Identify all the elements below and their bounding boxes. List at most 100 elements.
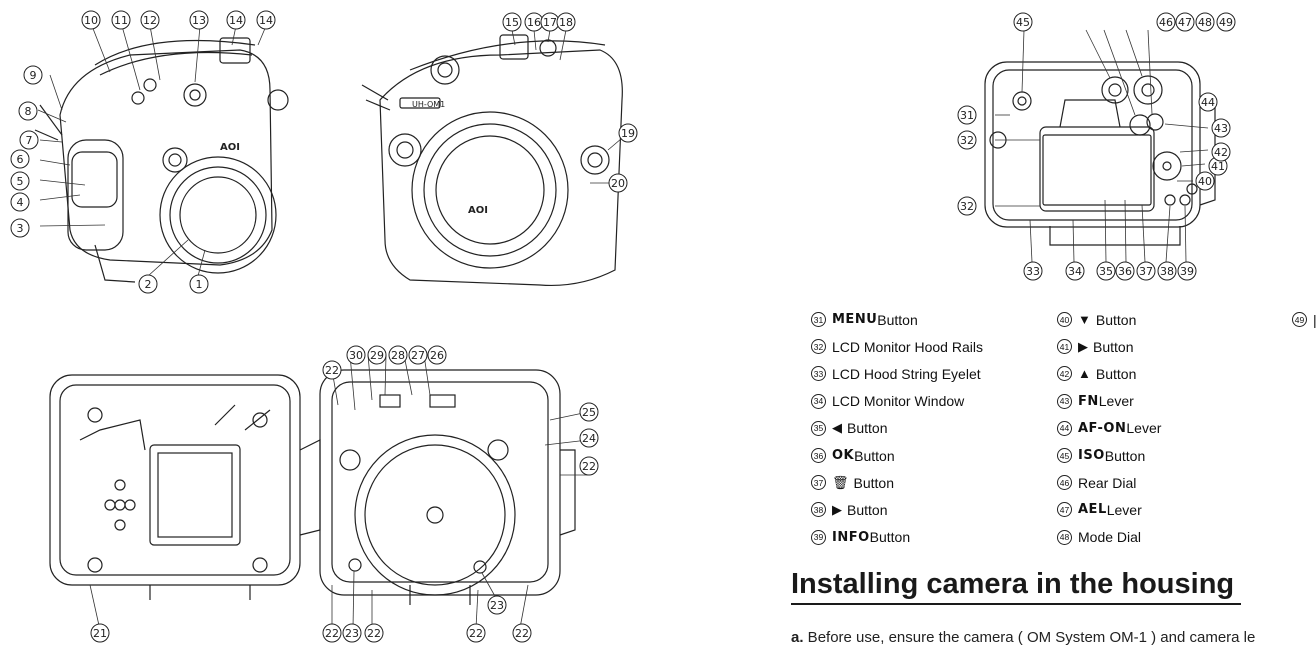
legend-label: Button (854, 447, 895, 464)
callout-number: 22 (367, 627, 381, 640)
legend-number-badge: 39 (811, 529, 826, 545)
legend-number-badge: 31 (811, 312, 826, 328)
callout-number: 32 (960, 200, 974, 213)
callout-number: 28 (391, 349, 405, 362)
callout-marker: 4 (10, 192, 30, 212)
legend-item: 36 OK Button (811, 442, 1081, 469)
callout-marker: 31 (957, 105, 977, 125)
legend-item: 35◀ Button (811, 415, 1081, 442)
callout-number: 23 (490, 599, 504, 612)
callout-marker: 1 (189, 274, 209, 294)
callout-marker: 19 (618, 123, 638, 143)
legend-bold-label: OK (832, 448, 855, 464)
callout-marker: 11 (111, 10, 131, 30)
legend-label: Lever (1106, 501, 1142, 518)
callout-marker: 14 (226, 10, 246, 30)
legend-label: Lever (1126, 420, 1162, 437)
callout-number: 46 (1159, 16, 1173, 29)
port-logo-text: AOI (468, 205, 488, 216)
housing-inside-figure (20, 330, 640, 652)
callout-number: 27 (411, 349, 425, 362)
callout-number: 21 (93, 627, 107, 640)
callout-number: 16 (527, 16, 541, 29)
callout-marker: 39 (1177, 261, 1197, 281)
callout-marker: 2 (138, 274, 158, 294)
callout-number: 25 (582, 406, 596, 419)
callout-marker: 22 (322, 360, 342, 380)
callout-number: 9 (30, 69, 37, 82)
legend-bold-label: AEL (1078, 502, 1107, 518)
legend-item: 38▶ Button (811, 496, 1081, 523)
callout-number: 44 (1201, 96, 1215, 109)
housing-front-left-figure: AOI (0, 0, 300, 300)
callout-marker: 22 (364, 623, 384, 643)
callout-number: 49 (1219, 16, 1233, 29)
callout-number: 20 (611, 177, 625, 190)
legend-number-badge: 33 (811, 366, 826, 382)
callout-number: 14 (229, 14, 243, 27)
callout-marker: 20 (608, 173, 628, 193)
callout-marker: 8 (18, 101, 38, 121)
legend-label: Button (1095, 365, 1137, 382)
callout-marker: 40 (1195, 171, 1215, 191)
button-symbol-icon: ▶ (832, 501, 842, 517)
callout-number: 17 (543, 16, 557, 29)
callout-number: 5 (17, 175, 24, 188)
legend-item: 37🗑 Button (811, 469, 1081, 496)
legend-label: Button (847, 420, 888, 437)
legend-item: 33 LCD Hood String Eyelet (811, 360, 1081, 387)
legend-label: Mode Dial (1078, 529, 1142, 546)
legend-number-badge: 43 (1057, 393, 1072, 409)
legend-number-badge: 40 (1057, 312, 1072, 328)
callout-number: 41 (1211, 160, 1225, 173)
callout-marker: 22 (466, 623, 486, 643)
callout-number: 30 (349, 349, 363, 362)
legend-column-3: 49|( (1292, 306, 1316, 333)
callout-marker: 30 (346, 345, 366, 365)
callout-number: 24 (582, 432, 596, 445)
callout-marker: 25 (579, 402, 599, 422)
section-heading: Installing camera in the housing (791, 568, 1241, 605)
button-symbol-icon: 🗑 (832, 474, 849, 490)
callout-marker: 34 (1065, 261, 1085, 281)
legend-number-badge: 46 (1057, 475, 1072, 491)
legend-number-badge: 49 (1292, 312, 1307, 328)
callout-marker: 44 (1198, 92, 1218, 112)
callout-marker: 22 (579, 456, 599, 476)
callout-number: 39 (1180, 265, 1194, 278)
callout-marker: 16 (524, 12, 544, 32)
callout-marker: 21 (90, 623, 110, 643)
callout-number: 37 (1139, 265, 1153, 278)
callout-number: 29 (370, 349, 384, 362)
legend-number-badge: 36 (811, 448, 826, 464)
callout-number: 31 (960, 109, 974, 122)
legend-label: Rear Dial (1078, 474, 1137, 491)
callout-number: 40 (1198, 175, 1212, 188)
callout-number: 12 (143, 14, 157, 27)
callout-marker: 22 (322, 623, 342, 643)
callout-marker: 29 (367, 345, 387, 365)
callout-marker: 5 (10, 171, 30, 191)
callout-marker: 23 (342, 623, 362, 643)
callout-number: 43 (1214, 122, 1228, 135)
callout-marker: 48 (1195, 12, 1215, 32)
legend-number-badge: 32 (811, 339, 826, 355)
legend-bold-label: ISO (1078, 448, 1105, 464)
legend-bold-label: FN (1078, 393, 1099, 409)
callout-marker: 45 (1013, 12, 1033, 32)
legend-label: LCD Hood String Eyelet (832, 365, 981, 382)
callout-number: 45 (1016, 16, 1030, 29)
callout-marker: 32 (957, 130, 977, 150)
legend-number-badge: 44 (1057, 420, 1072, 436)
callout-number: 2 (145, 278, 152, 291)
brand-logo-text: AOI (220, 142, 240, 153)
callout-number: 22 (582, 460, 596, 473)
legend-item: 49|( (1292, 306, 1316, 333)
legend-number-badge: 34 (811, 393, 826, 409)
legend-bold-label: MENU (832, 312, 878, 328)
